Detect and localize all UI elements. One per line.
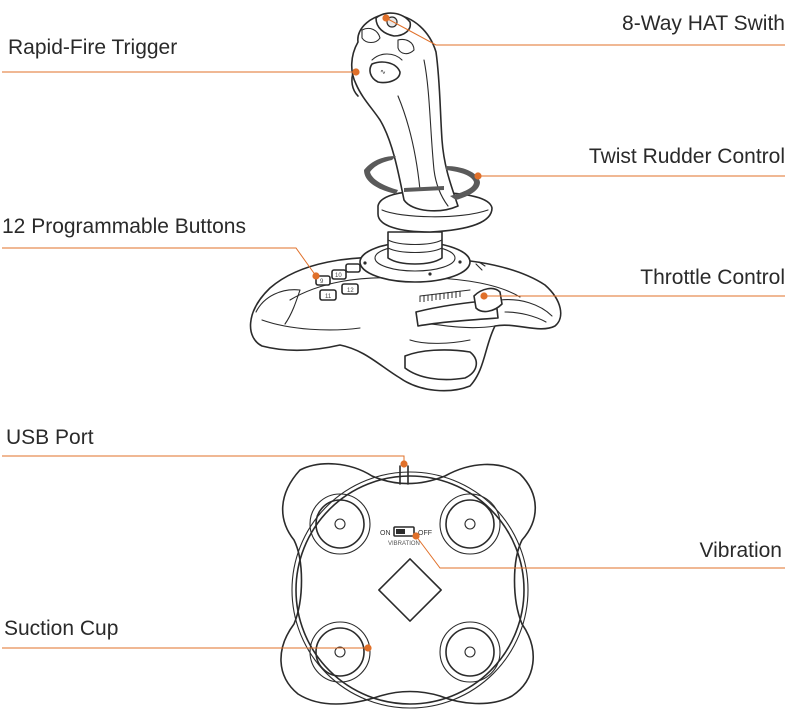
- suction-cup-bottom-right: [439, 621, 501, 683]
- label-programmable-buttons: 12 Programmable Buttons: [2, 215, 246, 238]
- label-hat-switch: 8-Way HAT Swith: [622, 12, 785, 35]
- switch-off-label: OFF: [418, 530, 432, 537]
- center-diamond: [378, 558, 442, 622]
- joystick-grip: [350, 13, 459, 212]
- switch-caption: VIBRATION: [388, 541, 420, 547]
- leader-usb-port: [2, 455, 405, 464]
- base-button-12: 12: [347, 288, 354, 294]
- vibration-switch: ON OFF VIBRATION: [380, 526, 432, 547]
- joystick-underside: ON OFF VIBRATION: [280, 462, 537, 709]
- twist-rudder-arrow-right: [446, 166, 480, 200]
- suction-cup-top-right: [439, 493, 501, 555]
- suction-cup-bottom-left: [309, 621, 371, 683]
- label-throttle-control: Throttle Control: [640, 266, 785, 289]
- label-vibration: Vibration: [699, 539, 782, 562]
- leader-hat-switch: [385, 17, 785, 46]
- callout-dots: [312, 14, 488, 652]
- base-button-cluster: 9 10 11 12: [315, 263, 361, 301]
- label-rapid-fire-trigger: Rapid-Fire Trigger: [8, 36, 177, 59]
- trigger-mark: ∿: [380, 69, 386, 76]
- label-twist-rudder-control: Twist Rudder Control: [589, 145, 785, 168]
- leader-vibration: [415, 535, 785, 569]
- base-button-11: 11: [325, 294, 332, 300]
- joystick-illustration: ∿ 9 10 11 12: [249, 12, 562, 392]
- leader-programmable-buttons: [2, 247, 317, 277]
- base-button-9: 9: [320, 279, 324, 285]
- base-button-10: 10: [335, 273, 342, 279]
- label-suction-cup: Suction Cup: [4, 617, 118, 640]
- switch-on-label: ON: [380, 530, 391, 537]
- twist-rudder-arrow-left: [364, 156, 398, 194]
- label-usb-port: USB Port: [6, 426, 94, 449]
- suction-cup-top-left: [309, 493, 371, 555]
